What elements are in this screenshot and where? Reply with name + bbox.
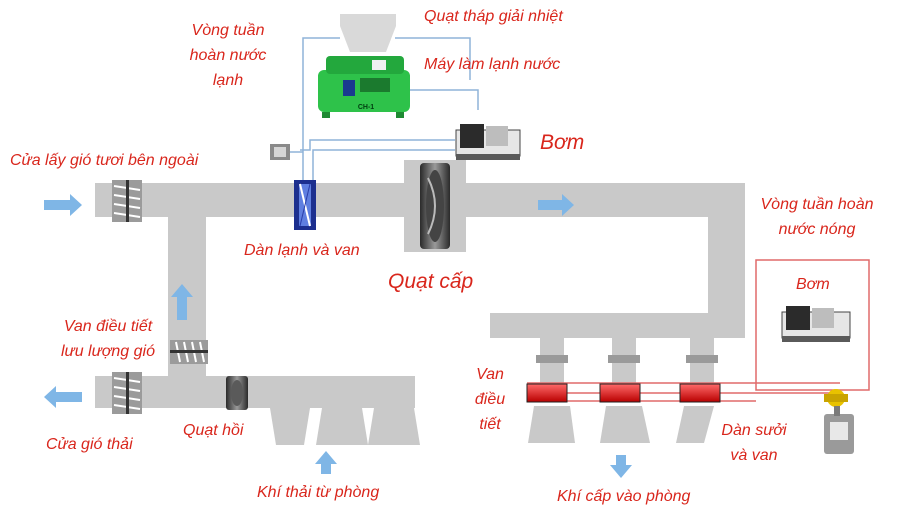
return-grilles [270,408,420,445]
chilled-water-pipes [300,37,479,180]
supply-to-room-label: Khí cấp vào phòng [557,488,691,505]
supply-diffuser [528,406,575,443]
chiller-unit: CH-1 [318,56,410,118]
chilled-water-pump [455,124,521,160]
return-grille [368,408,420,445]
return-fan [226,376,248,410]
supply-diffuser [676,406,714,443]
exhaust-outlet-label: Cửa gió thải [46,436,133,453]
exhaust-air-damper [112,372,142,414]
supply-duct-right-vertical [708,183,745,338]
return-grille [270,408,310,445]
outdoor-air-damper [112,180,142,222]
return-fan-label: Quạt hồi [183,422,244,439]
heating-coils [526,383,721,403]
chiller-label: Máy làm lạnh nước [424,56,561,73]
heating-coil-label: Dàn sưởi và van [721,422,787,464]
supply-fan-label: Quạt cấp [388,270,474,293]
flow-damper-label: Van điều tiết lưu lượng gió [61,318,155,360]
zone-damper-label: Van điều tiết [474,366,506,433]
room-exhaust-arrow [315,451,337,474]
pump-top-label: Bơm [540,131,585,154]
supply-branches [528,338,718,443]
chilled-loop-label: Vòng tuần hoàn nước lạnh [189,22,267,89]
cooling-coil-label: Dàn lạnh và van [244,242,360,259]
cooling-coil [294,180,316,230]
exhaust-air-arrow [44,386,82,408]
return-grille [316,408,368,445]
cooling-tower [340,14,396,52]
supply-air-arrow [538,194,574,216]
cooling-valve [270,144,303,160]
supply-fan [404,160,466,252]
fresh-air-arrow [44,194,82,216]
heating-coil [599,383,641,403]
room-exhaust-label: Khí thải từ phòng [257,484,380,501]
chiller-tag: CH-1 [358,104,374,111]
mixing-air-arrow [171,284,193,320]
heating-valve [824,389,854,454]
heating-coil [526,383,568,403]
supply-duct-lower [490,313,745,338]
mixing-damper [170,340,208,364]
hot-water-pump [781,306,851,342]
supply-to-room-arrow [610,455,632,478]
hot-loop-label: Vòng tuần hoàn nước nóng [760,196,874,238]
pump-right-label: Bơm [796,276,830,293]
supply-diffuser [600,406,650,443]
fresh-air-inlet-label: Cửa lấy gió tươi bên ngoài [10,152,199,169]
airflow-arrows [44,194,632,478]
return-duct [95,376,415,408]
heating-coil [679,383,721,403]
cooling-tower-label: Quạt tháp giải nhiệt [424,8,563,25]
